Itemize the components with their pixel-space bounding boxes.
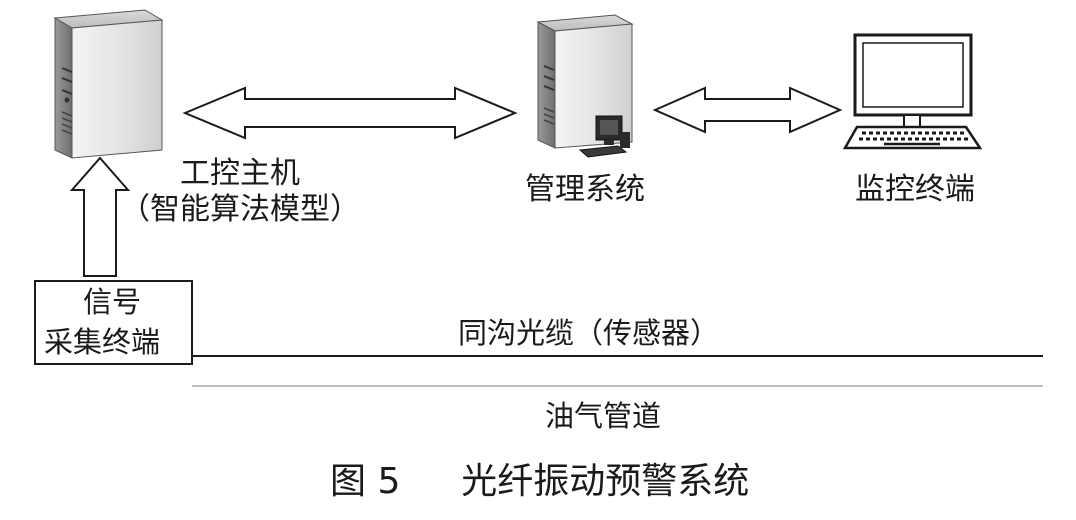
figure-number: 图 5	[330, 461, 401, 502]
server-tower-with-pc-icon	[536, 14, 634, 158]
pipeline-label: 油气管道	[545, 399, 662, 433]
cable-label: 同沟光缆（传感器）	[458, 316, 720, 350]
figure-title: 光纤振动预警系统	[461, 461, 750, 502]
figure-caption: 图 5 光纤振动预警系统	[330, 462, 749, 502]
ipc-label-line2: （智能算法模型）	[120, 192, 360, 227]
mgmt-monitor-double-arrow	[652, 86, 843, 134]
monitor-label: 监控终端	[855, 172, 975, 207]
server-tower-icon	[53, 9, 164, 159]
computer-monitor-icon	[842, 33, 983, 150]
ipc-sublabel: （智能算法模型）	[120, 192, 360, 228]
collector-label-line2: 采集终端	[44, 325, 161, 359]
ipc-label-line1: 工控主机	[180, 156, 300, 191]
collector-label-line1: 信号	[83, 285, 142, 319]
mgmt-label: 管理系统	[525, 172, 645, 207]
ipc-mgmt-double-arrow	[182, 86, 518, 140]
collector-to-ipc-arrow	[69, 156, 131, 277]
signal-collector-box	[34, 280, 193, 365]
ipc-label: 工控主机	[180, 156, 300, 192]
